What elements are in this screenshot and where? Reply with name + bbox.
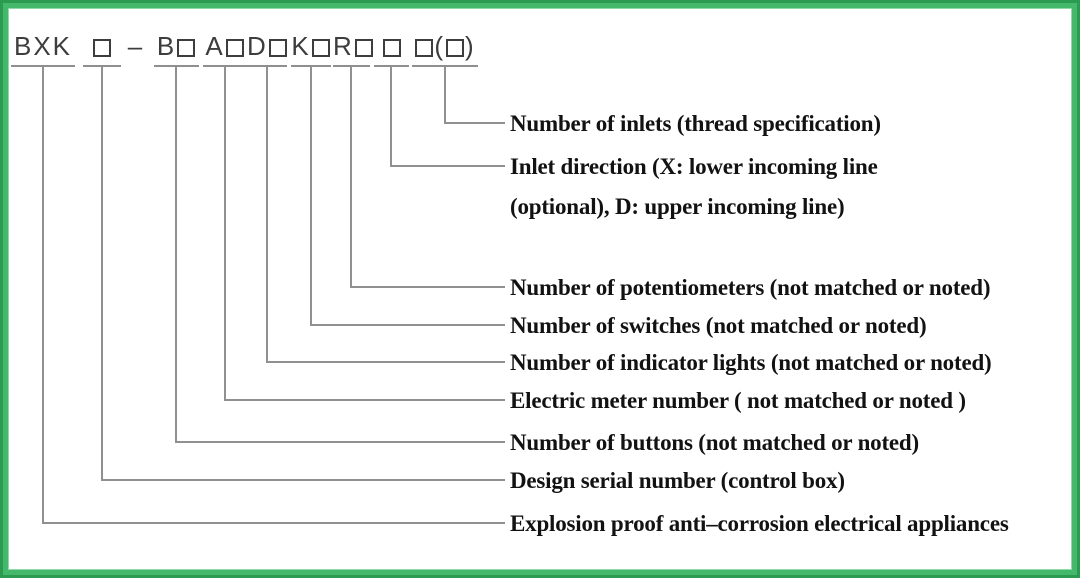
label-inlet-direction: Inlet direction (X: lower incoming line (…	[510, 155, 878, 218]
label-text-line: Inlet direction (X: lower incoming line	[510, 154, 878, 179]
label-text-line: Design serial number (control box)	[510, 468, 845, 493]
code-underline	[412, 65, 478, 67]
placeholder-box	[311, 39, 330, 57]
code-underline	[154, 65, 199, 67]
placeholder-box	[415, 39, 434, 57]
placeholder-box	[446, 39, 464, 57]
connector-vertical-line	[350, 67, 352, 288]
label-text-line: (optional), D: upper incoming line)	[510, 194, 845, 219]
placeholder-box	[93, 39, 111, 57]
label-design-serial-number: Design serial number (control box)	[510, 469, 845, 492]
code-underline	[247, 65, 287, 67]
placeholder-box	[382, 39, 401, 57]
connector-horizontal-line	[42, 522, 505, 524]
connector-vertical-line	[224, 67, 226, 401]
connector-horizontal-line	[390, 165, 505, 167]
placeholder-box	[354, 39, 373, 57]
connector-horizontal-line	[175, 441, 505, 443]
code-underline	[203, 65, 247, 67]
label-text-line: Electric meter number ( not matched or n…	[510, 388, 966, 413]
label-text-line: Number of indicator lights (not matched …	[510, 350, 992, 375]
code-group: A	[203, 31, 247, 67]
connector-vertical-line	[101, 67, 103, 481]
connector-horizontal-line	[224, 399, 505, 401]
placeholder-box	[225, 39, 244, 57]
connector-horizontal-line	[350, 286, 505, 288]
placeholder-box	[177, 39, 196, 57]
code-underline	[291, 65, 331, 67]
connector-horizontal-line	[101, 479, 505, 481]
placeholder-box	[268, 39, 287, 57]
code-separator-dash: –	[127, 31, 143, 61]
label-electric-meter-number: Electric meter number ( not matched or n…	[510, 389, 966, 412]
label-text-line: Number of inlets (thread specification)	[510, 111, 881, 136]
label-text-line: Number of buttons (not matched or noted)	[510, 430, 919, 455]
label-number-of-potentiometers: Number of potentiometers (not matched or…	[510, 275, 991, 300]
label-number-of-indicator-lights: Number of indicator lights (not matched …	[510, 351, 992, 374]
label-number-of-switches: Number of switches (not matched or noted…	[510, 313, 927, 338]
connector-horizontal-line	[310, 324, 505, 326]
code-group: D	[247, 31, 287, 67]
code-underline	[11, 65, 75, 67]
label-text-line: Explosion proof anti–corrosion electrica…	[510, 511, 1009, 536]
code-group	[374, 31, 409, 67]
connector-horizontal-line	[444, 122, 505, 124]
label-text-line: Number of potentiometers (not matched or…	[510, 275, 991, 300]
code-underline	[374, 65, 409, 67]
code-group: BXK	[11, 31, 75, 67]
code-underline	[333, 65, 370, 67]
code-group	[83, 31, 121, 67]
connector-vertical-line	[390, 67, 392, 167]
code-group: ()	[412, 31, 478, 67]
code-group: K	[291, 31, 331, 67]
connector-vertical-line	[310, 67, 312, 326]
code-group: B	[154, 31, 199, 67]
connector-vertical-line	[266, 67, 268, 363]
label-explosion-proof: Explosion proof anti–corrosion electrica…	[510, 512, 1009, 535]
label-number-of-inlets: Number of inlets (thread specification)	[510, 112, 881, 135]
label-text-line: Number of switches (not matched or noted…	[510, 313, 927, 338]
connector-vertical-line	[42, 67, 44, 524]
label-number-of-buttons: Number of buttons (not matched or noted)	[510, 431, 919, 454]
connector-horizontal-line	[266, 361, 505, 363]
code-group: R	[333, 31, 373, 67]
code-underline	[83, 65, 121, 67]
connector-vertical-line	[444, 67, 446, 124]
connector-vertical-line	[175, 67, 177, 443]
